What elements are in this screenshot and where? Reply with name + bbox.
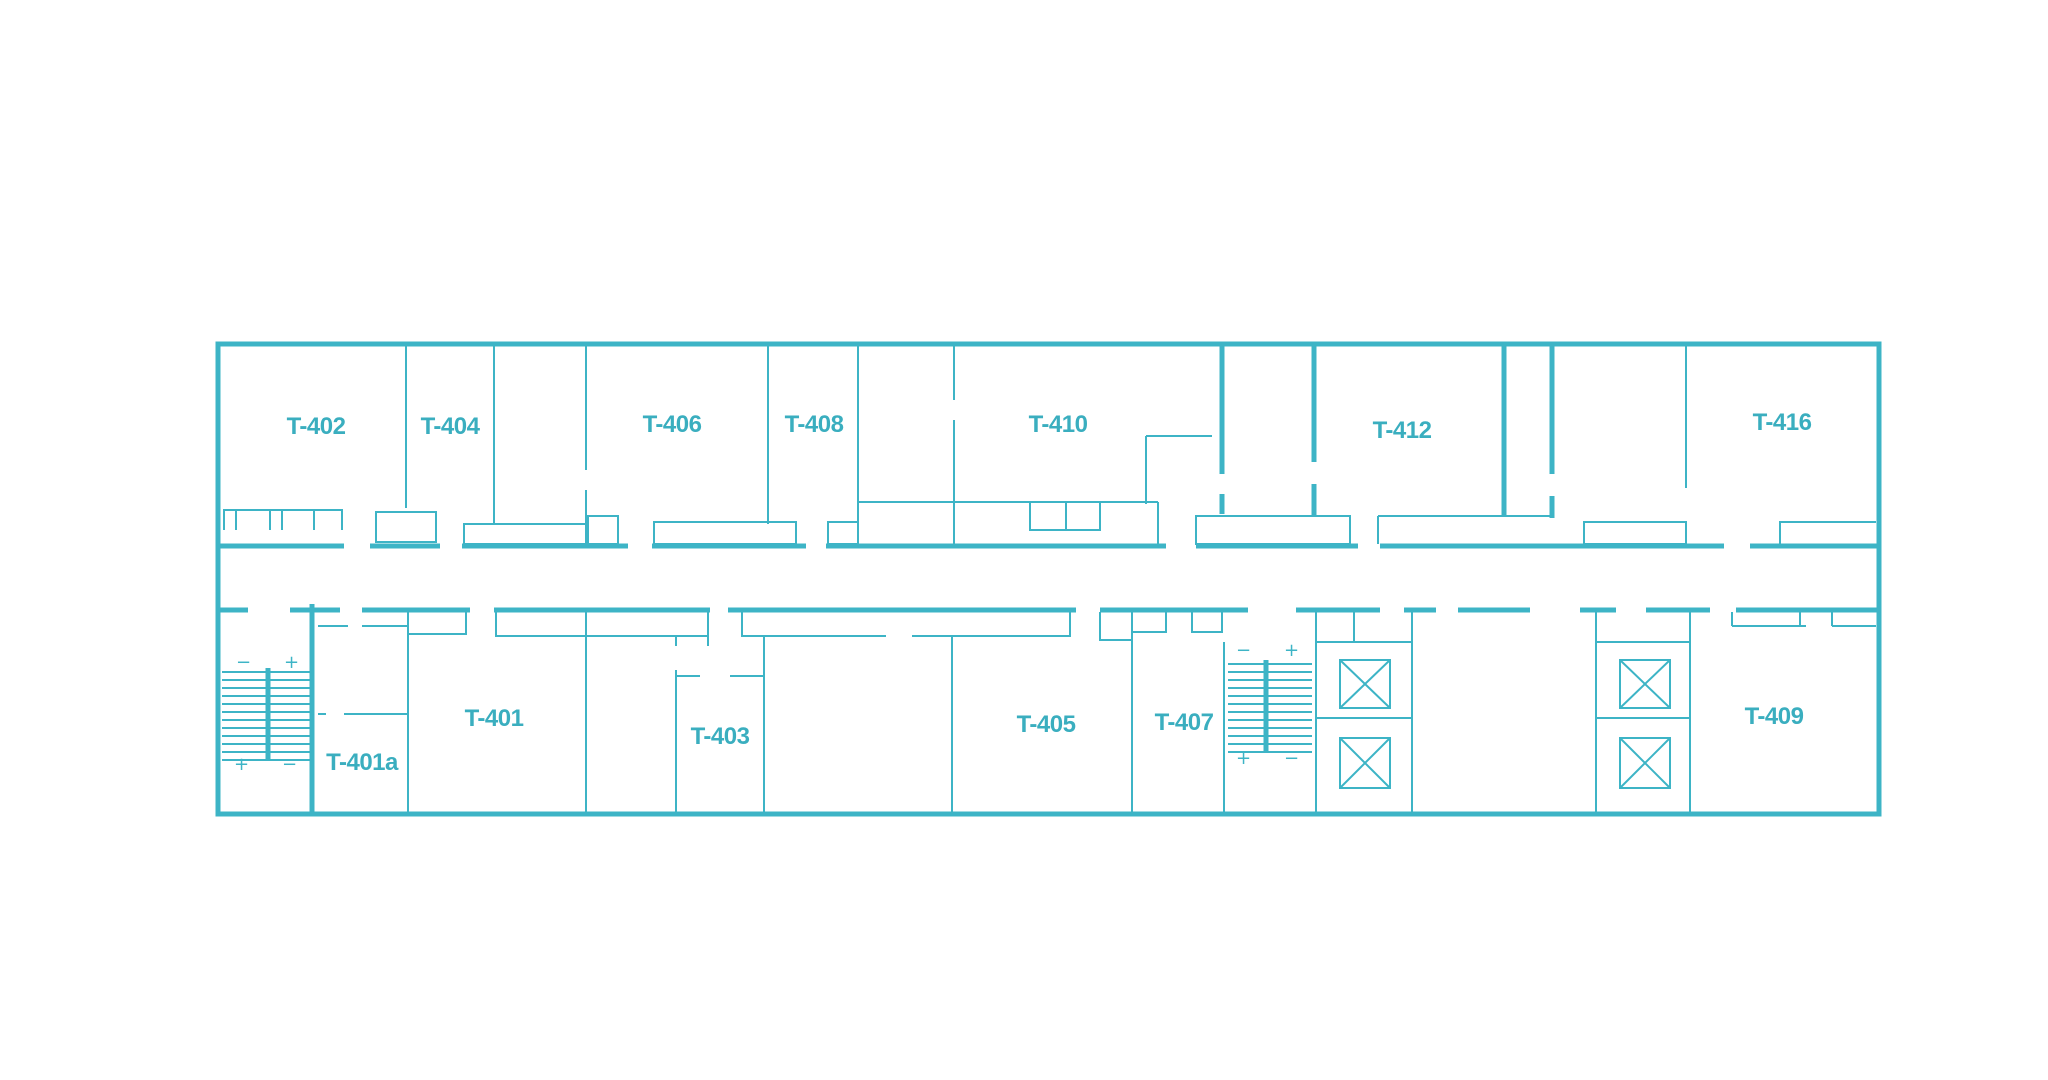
walls <box>215 341 1882 817</box>
room-label-t410: T-410 <box>1029 411 1088 438</box>
north-fixtures <box>223 501 1876 545</box>
room-label-t402: T-402 <box>287 413 346 440</box>
stair-mark-plus: + <box>1284 640 1299 661</box>
room-label-t401: T-401 <box>465 705 524 732</box>
room-label-t407: T-407 <box>1155 709 1214 736</box>
stair-mark-minus: − <box>1236 640 1251 661</box>
stair-mark-plus: + <box>284 652 299 673</box>
stair-mark-minus: − <box>236 652 251 673</box>
south-fixtures <box>407 612 1876 646</box>
elevators <box>1339 659 1671 789</box>
room-label-t416: T-416 <box>1753 409 1812 436</box>
room-label-t403: T-403 <box>691 723 750 750</box>
outer-wall <box>215 341 1882 817</box>
south-partitions <box>318 610 1691 814</box>
room-label-t409: T-409 <box>1745 703 1804 730</box>
stair-mark-minus: − <box>282 754 297 775</box>
elevator-icon <box>1339 737 1391 789</box>
elevator-icon <box>1619 737 1671 789</box>
elevator-icon <box>1619 659 1671 709</box>
room-label-t408: T-408 <box>785 411 844 438</box>
room-label-t405: T-405 <box>1017 711 1076 738</box>
room-label-t404: T-404 <box>421 413 481 440</box>
room-label-t412: T-412 <box>1373 417 1432 444</box>
structural-walls <box>309 344 1555 814</box>
elevator-icon <box>1339 659 1391 709</box>
north-partitions <box>405 344 1687 546</box>
stair-mark-plus: + <box>234 754 249 775</box>
room-label-t401a: T-401a <box>326 749 399 776</box>
room-label-t406: T-406 <box>643 411 702 438</box>
stair-mark-minus: − <box>1284 748 1299 769</box>
stairs-icon <box>1228 660 1312 753</box>
stairs-icon <box>222 668 310 761</box>
stair-markers: − + + − − + + − <box>234 640 1299 775</box>
stair-mark-plus: + <box>1236 748 1251 769</box>
